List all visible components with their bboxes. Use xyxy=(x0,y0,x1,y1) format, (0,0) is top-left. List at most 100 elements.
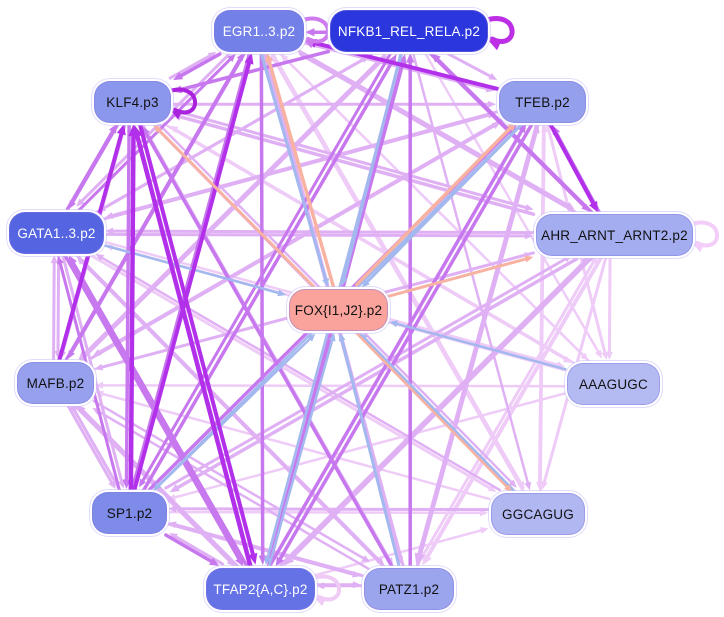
edge-patz1-to-tfap2-arrowhead xyxy=(316,582,325,590)
edge-patz1-to-fox xyxy=(340,337,401,569)
edge-gata-to-tfap2 xyxy=(63,253,242,562)
edge-gata-to-egr1 xyxy=(76,56,233,213)
edge-egr1-to-tfap2 xyxy=(259,50,265,560)
self-loop-ahr xyxy=(687,220,720,248)
node-nfkb1-label: NFKB1_REL_RELA.p2 xyxy=(337,23,481,39)
node-gata[interactable]: GATA1..3.p2 xyxy=(9,212,104,254)
edge-fox-to-tfeb-arrowhead xyxy=(507,121,517,132)
edge-nfkb1-to-mafb-arrowhead xyxy=(78,351,87,360)
edge-aaagugc-to-fox-arrowhead xyxy=(389,320,398,328)
node-egr1[interactable]: EGR1..3.p2 xyxy=(214,10,304,52)
edge-tfeb-to-fox-arrowhead xyxy=(361,279,370,288)
edge-klf4-to-tfeb-arrowhead xyxy=(487,100,496,108)
edge-klf4-to-tfap2-arrowhead xyxy=(248,552,258,565)
edge-fox-to-ahr-arrowhead xyxy=(524,255,534,263)
edge-mafb-to-patz1-arrowhead xyxy=(361,555,371,563)
edge-aaagugc-to-fox xyxy=(393,322,567,371)
edge-mafb-to-gata-arrowhead xyxy=(50,254,58,264)
node-fox-label: FOX{I1,J2}.p2 xyxy=(294,302,383,318)
edge-sp1-to-ggcagug-arrowhead xyxy=(479,509,488,517)
node-gata-label: GATA1..3.p2 xyxy=(17,225,96,241)
edge-ahr-to-klf4 xyxy=(176,114,536,216)
edge-sp1-to-mafb xyxy=(71,407,121,490)
edge-gata-to-klf4 xyxy=(65,128,116,212)
edge-ahr-to-gata-arrowhead xyxy=(105,227,114,235)
edge-sp1-to-gata-arrowhead xyxy=(56,255,64,265)
edge-patz1-to-fox-arrowhead xyxy=(338,332,346,342)
node-sp1-label: SP1.p2 xyxy=(106,505,153,521)
edge-patz1-to-sp1 xyxy=(172,522,364,577)
self-loop-klf4 xyxy=(165,87,198,115)
edge-tfap2-to-klf4 xyxy=(134,132,253,570)
edge-sp1-to-tfap2 xyxy=(164,533,215,564)
self-loop-tfap2 xyxy=(309,574,342,602)
node-mafb[interactable]: MAFB.p2 xyxy=(17,362,94,404)
node-klf4[interactable]: KLF4.p3 xyxy=(94,81,171,123)
edge-fox-to-egr1-arrowhead xyxy=(265,52,274,63)
edge-patz1-to-mafb xyxy=(96,409,370,571)
edge-sp1-to-nfkb1 xyxy=(141,58,395,493)
node-fox[interactable]: FOX{I1,J2}.p2 xyxy=(289,289,388,331)
edge-tfap2-to-sp1-arrowhead xyxy=(169,533,178,541)
edge-patz1-to-gata-arrowhead xyxy=(76,256,85,265)
edge-ahr-to-mafb-arrowhead xyxy=(94,363,104,371)
node-ggcagug[interactable]: GGCAGUG xyxy=(491,493,585,535)
edge-sp1-to-ahr xyxy=(164,256,569,490)
edge-ggcagug-to-sp1 xyxy=(172,507,491,512)
edge-ggcagug-to-fox xyxy=(361,335,517,494)
edge-klf4-to-sp1-arrowhead xyxy=(122,479,131,489)
edge-patz1-to-tfeb xyxy=(415,129,539,569)
self-loop-nfkb1-arrowhead xyxy=(488,40,502,51)
edge-patz1-to-ahr-arrowhead xyxy=(590,255,598,265)
edge-ggcagug-to-sp1-arrowhead xyxy=(168,505,177,513)
edge-tfap2-to-klf4-arrowhead xyxy=(132,124,143,138)
node-tfap2[interactable]: TFAP2{A,C}.p2 xyxy=(206,568,315,610)
edge-sp1-to-mafb-arrowhead xyxy=(70,403,78,413)
edge-gata-to-ahr-arrowhead xyxy=(524,232,533,240)
edge-tfap2-to-gata-arrowhead xyxy=(68,255,77,266)
edge-mafb-to-tfeb xyxy=(90,123,497,360)
edge-mafb-to-gata xyxy=(52,259,56,362)
node-ggcagug-label: GGCAGUG xyxy=(502,506,574,522)
edge-mafb-to-klf4-arrowhead xyxy=(116,123,126,136)
edge-fox-to-egr1 xyxy=(266,57,336,289)
edge-mafb-to-tfap2-arrowhead xyxy=(226,558,236,567)
edge-ggcagug-to-tfeb-arrowhead xyxy=(540,124,548,133)
node-aaagugc[interactable]: AAAGUGC xyxy=(567,363,660,405)
edge-fox-to-tfeb xyxy=(354,125,514,287)
edge-ggcagug-to-gata xyxy=(99,255,502,492)
node-tfeb[interactable]: TFEB.p2 xyxy=(499,81,586,123)
edge-aaagugc-to-egr1-arrowhead xyxy=(280,53,289,62)
edge-gata-to-fox-arrowhead xyxy=(277,289,286,297)
node-nfkb1[interactable]: NFKB1_REL_RELA.p2 xyxy=(330,10,488,52)
edge-nfkb1-to-tfap2-arrowhead xyxy=(264,556,272,565)
edge-ahr-to-nfkb1 xyxy=(434,56,594,214)
self-loop-egr1 xyxy=(298,16,331,44)
edge-gata-to-egr1-arrowhead xyxy=(227,53,236,62)
node-patz1-label: PATZ1.p2 xyxy=(378,581,440,597)
edge-aaagugc-to-mafb xyxy=(99,384,567,388)
edge-egr1-to-ggcagug-arrowhead xyxy=(517,480,525,490)
edge-klf4-to-tfap2 xyxy=(137,120,256,558)
edge-gata-to-mafb xyxy=(56,252,61,355)
edge-ahr-to-egr1 xyxy=(301,54,577,214)
edge-gata-to-sp1-arrowhead xyxy=(118,480,125,489)
edge-sp1-to-egr1 xyxy=(132,59,252,492)
edge-tfeb-to-sp1-arrowhead xyxy=(153,482,162,491)
edge-nfkb1-to-sp1-arrowhead xyxy=(138,478,147,488)
node-ahr[interactable]: AHR_ARNT_ARNT2.p2 xyxy=(536,214,693,256)
edge-ggcagug-to-egr1 xyxy=(272,57,525,493)
edge-ahr-to-tfap2-arrowhead xyxy=(283,554,295,566)
edge-mafb-to-egr1-arrowhead xyxy=(236,52,244,62)
edge-tfap2-to-gata xyxy=(70,259,249,568)
edge-tfeb-to-ahr xyxy=(548,122,596,207)
edge-tfap2-to-ahr-arrowhead xyxy=(581,256,590,265)
edge-ggcagug-to-mafb xyxy=(99,392,491,501)
edge-fox-to-klf4 xyxy=(156,127,317,290)
edge-ahr-to-sp1-arrowhead xyxy=(169,484,180,493)
node-sp1[interactable]: SP1.p2 xyxy=(92,492,167,534)
node-patz1[interactable]: PATZ1.p2 xyxy=(364,568,454,610)
edge-tfeb-to-tfap2-arrowhead xyxy=(275,556,284,567)
node-aaagugc-label: AAAGUGC xyxy=(579,376,648,392)
edge-mafb-to-tfeb-arrowhead xyxy=(491,122,501,130)
